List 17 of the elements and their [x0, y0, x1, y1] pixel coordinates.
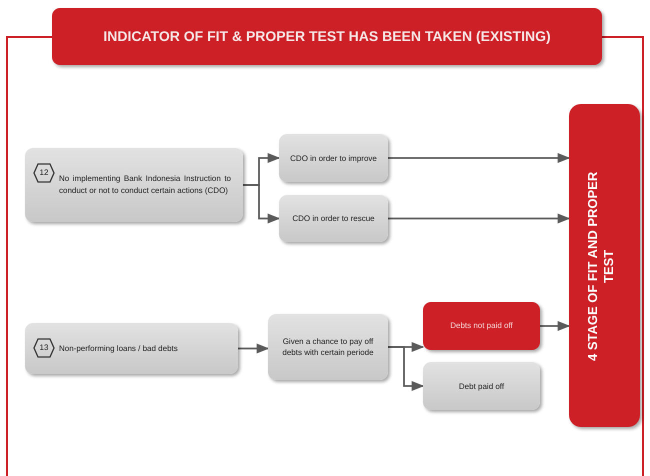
process-box: CDO in order to improve: [279, 134, 388, 182]
stage-bar: 4 STAGE OF FIT AND PROPER TEST: [569, 104, 640, 427]
arrow: [388, 152, 570, 164]
title-banner: INDICATOR OF FIT & PROPER TEST HAS BEEN TAKEN (EXISTING): [52, 8, 602, 65]
arrow: [540, 320, 570, 332]
number-hexagon: 13: [33, 338, 55, 358]
process-box: Debt paid off: [423, 362, 540, 410]
process-box: Debts not paid off: [423, 302, 540, 350]
process-box: 12 No implementing Bank Indonesia Instruction to conduct or not to conduct certain actions (CDO): [25, 148, 243, 222]
arrow: [388, 346, 424, 392]
process-box: 13 Non-performing loans / bad debts: [25, 323, 238, 374]
arrow: [238, 343, 270, 354]
arrow: [388, 213, 570, 224]
number-hexagon: 12: [33, 163, 55, 183]
arrow: [243, 184, 280, 224]
process-box: Given a chance to pay off debts with certain periode: [268, 314, 388, 380]
process-box: CDO in order to rescue: [279, 195, 388, 242]
